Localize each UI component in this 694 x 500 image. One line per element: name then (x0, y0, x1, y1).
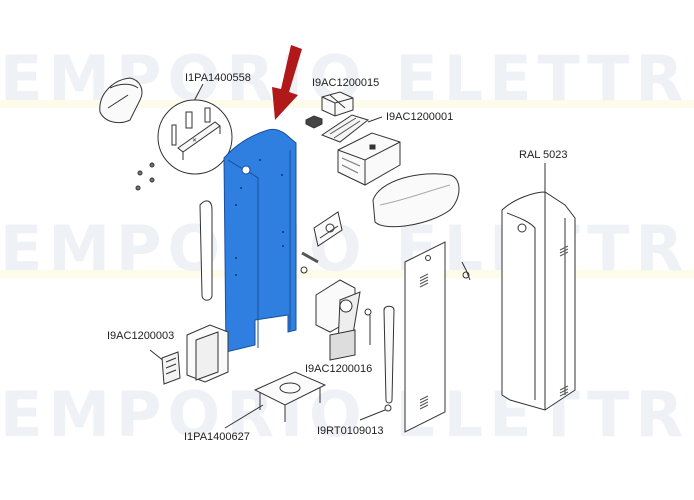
highlighted-column-part (223, 128, 297, 353)
red-arrow-icon (272, 45, 302, 120)
watermark-middle: EMPORIO ELETTRICO (0, 212, 694, 285)
control-box-icon (337, 132, 401, 186)
screws-icon (135, 162, 155, 191)
cover-cap-icon (99, 77, 143, 124)
label-gearmotor: I9AC1200016 (305, 363, 373, 375)
gearmotor-icon (315, 279, 361, 361)
cover-strip-icon (199, 200, 213, 301)
label-finish-color: RAL 5023 (519, 149, 568, 161)
door-panel-icon (404, 241, 446, 433)
watermark-band (0, 270, 694, 278)
latch-icon (461, 261, 471, 281)
svg-text:✕: ✕ (192, 138, 197, 144)
bolt-icon (300, 251, 319, 274)
control-board-icon (305, 114, 383, 143)
column-outline (501, 163, 576, 411)
control-housing-icon (186, 324, 229, 383)
transformer-icon (321, 91, 354, 117)
anchor-plate-icon (224, 371, 327, 429)
bracket-detail-circle: ✕ (157, 83, 233, 175)
spring-damper-icon (359, 305, 395, 421)
label-spring: I9RT0109013 (317, 425, 384, 437)
label-connector-block: I9AC1200003 (107, 330, 175, 342)
label-transformer: I9AC1200015 (312, 77, 380, 89)
dome-lid-icon (372, 173, 460, 228)
connector-block-icon (149, 349, 181, 385)
label-anchor-plate: I1PA1400627 (184, 431, 250, 443)
cam-plate-icon (313, 211, 343, 247)
pin-icon (364, 308, 372, 345)
label-bracket-detail: I1PA1400558 (185, 72, 251, 84)
watermark-bottom: EMPORIO ELETTRICO (0, 378, 694, 451)
label-control-board: I9AC1200001 (386, 111, 454, 123)
